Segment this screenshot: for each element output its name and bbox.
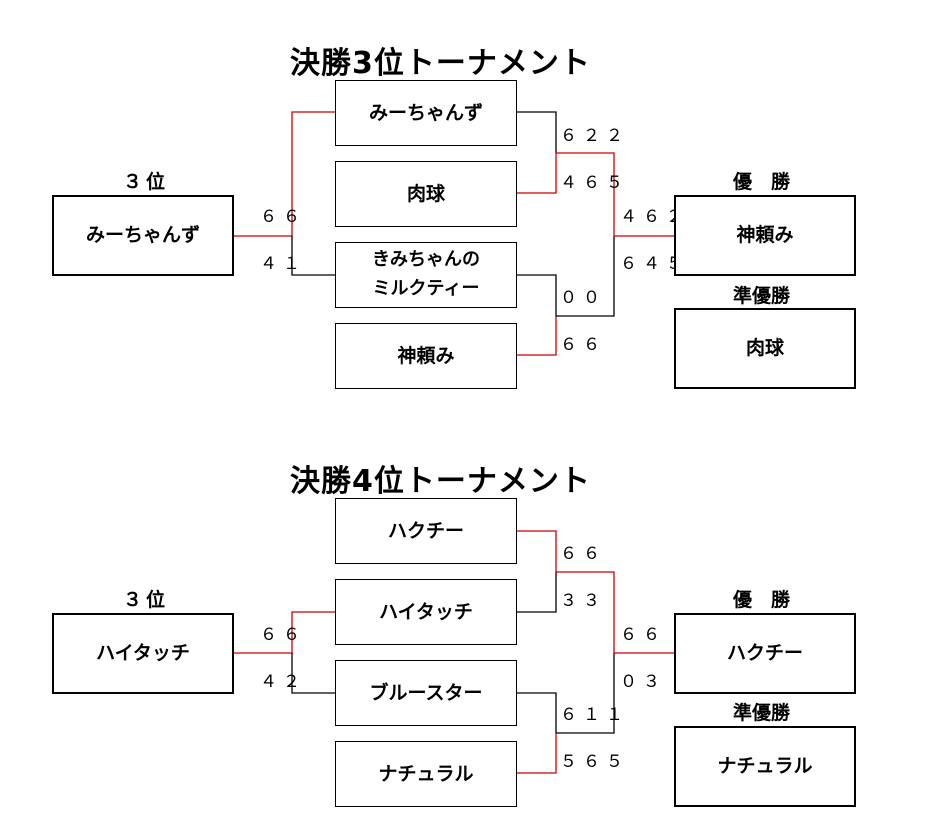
semi-top-out [556, 571, 615, 653]
entry-box-3: ブルースター [335, 660, 517, 726]
semi-bottom-line-a [516, 692, 557, 733]
entry-box-1: ハクチー [335, 498, 517, 564]
semi-bottom-out [556, 236, 615, 317]
semi-top-line-a [516, 530, 557, 572]
third-place-label: ３位 [123, 589, 170, 611]
runner-up-label: 準優勝 [733, 702, 791, 724]
winner-label: 優 勝 [733, 171, 791, 193]
winner-box: 神頼み [674, 195, 856, 276]
semi-top-score-2: ４６５ [560, 173, 629, 193]
third-match-line-loser [291, 236, 335, 276]
third-match-line-winner [233, 611, 335, 654]
entry-box-3: きみちゃんの ミルクティー [335, 242, 517, 308]
semi-top-line-b [516, 153, 557, 194]
final-score-1: ４６２ [620, 207, 689, 227]
entry-box-1: みーちゃんず [335, 80, 517, 146]
semi-top-line-a [516, 111, 557, 153]
third-place-label: ３位 [123, 171, 170, 193]
bracket-title: 決勝3位トーナメント [290, 46, 591, 81]
entry-box-4: ナチュラル [335, 741, 517, 807]
entry-box-2: ハイタッチ [335, 579, 517, 645]
runner-up-label: 準優勝 [733, 285, 791, 307]
semi-bottom-score-2: ６６ [560, 335, 606, 355]
third-place-box: みーちゃんず [52, 195, 234, 276]
semi-bottom-out [556, 653, 615, 734]
third-place-box: ハイタッチ [52, 613, 234, 694]
third-score-top: ６６ [260, 625, 306, 645]
runner-up-box: ナチュラル [674, 726, 856, 807]
semi-bottom-line-a [516, 274, 557, 316]
bracket-1-lines [233, 111, 674, 356]
third-score-top: ６６ [260, 207, 306, 227]
semi-top-score-1: ６６ [560, 544, 606, 564]
semi-top-score-1: ６２２ [560, 126, 629, 146]
final-score-2: ６４５ [620, 254, 689, 274]
third-score-bottom: ４１ [260, 254, 306, 274]
semi-bottom-score-1: ００ [560, 288, 606, 308]
entry-box-4: 神頼み [335, 323, 517, 389]
final-score-1: ６６ [620, 625, 666, 645]
third-score-bottom: ４２ [260, 672, 306, 692]
semi-bottom-score-2: ５６５ [560, 752, 629, 772]
semi-top-out [556, 152, 615, 236]
semi-bottom-score-1: ６１１ [560, 705, 629, 725]
bracket-2-lines [233, 530, 674, 774]
bracket-title: 決勝4位トーナメント [290, 464, 591, 499]
entry-box-2: 肉球 [335, 161, 517, 227]
semi-top-line-b [516, 572, 557, 613]
third-match-line-loser [291, 653, 335, 694]
winner-label: 優 勝 [733, 589, 791, 611]
runner-up-box: 肉球 [674, 308, 856, 389]
semi-top-score-2: ３３ [560, 591, 606, 611]
semi-bottom-line-b [516, 733, 557, 774]
final-score-2: ０３ [620, 672, 666, 692]
semi-bottom-line-b [516, 316, 557, 356]
third-match-line-winner [233, 111, 335, 237]
winner-box: ハクチー [674, 613, 856, 694]
